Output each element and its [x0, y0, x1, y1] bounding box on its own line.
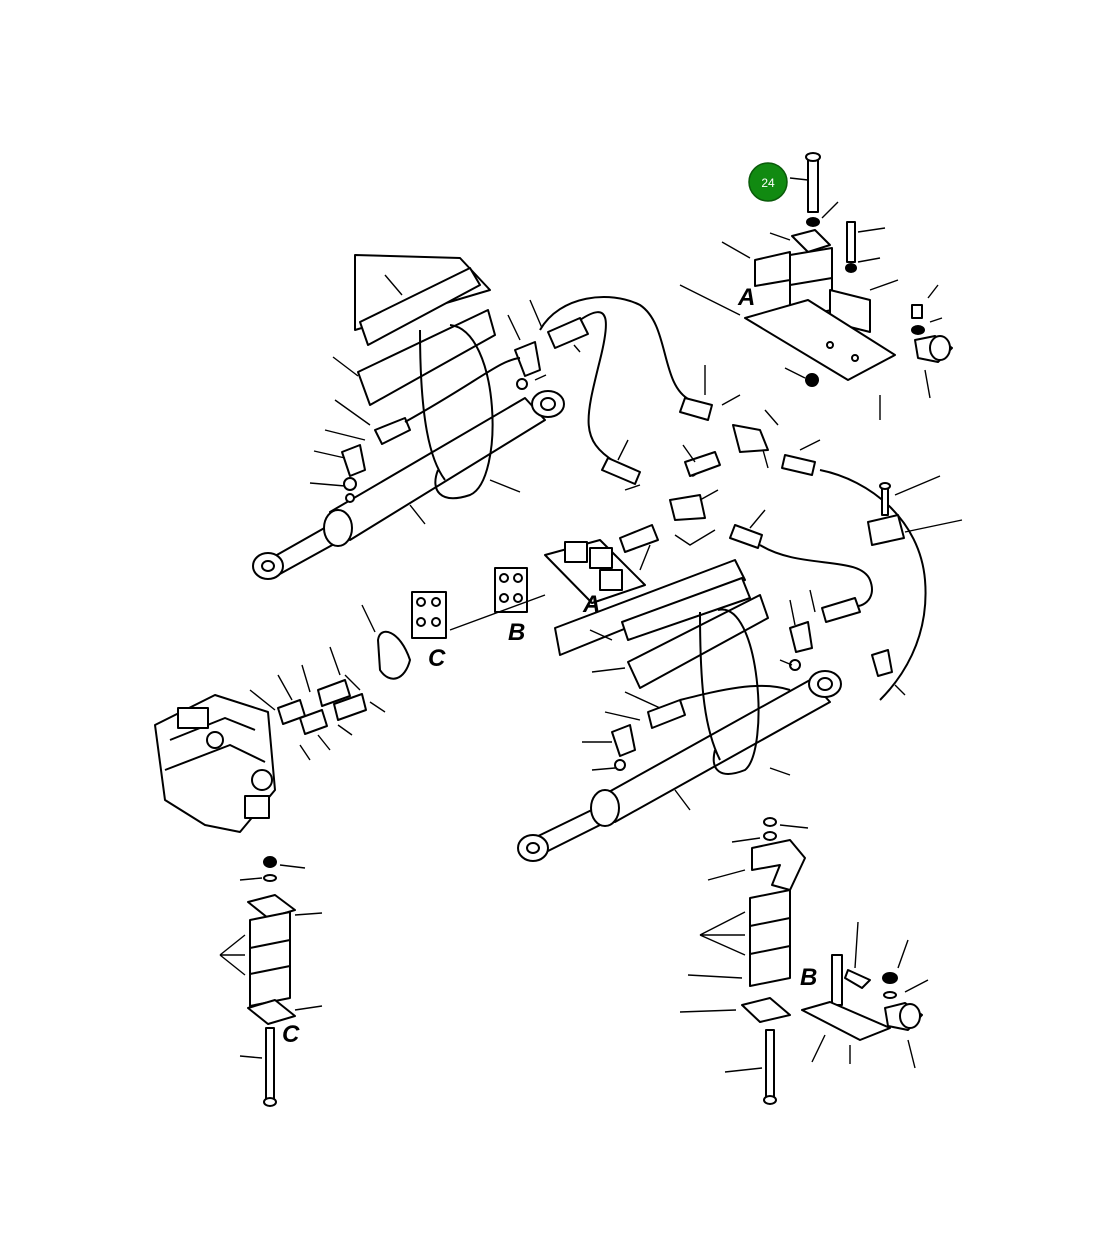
guard-plate-upper-right: [554, 559, 746, 656]
detail-b-clamp-stack: B: [679, 817, 929, 1105]
detail-letter-a-top: A: [737, 284, 755, 311]
hose-loop-left: [419, 324, 494, 500]
bolt-c: [265, 1027, 275, 1101]
left-cylinder-assembly: [252, 254, 589, 580]
middle-fittings: [601, 365, 821, 571]
bolt-b: [765, 1029, 775, 1099]
guard-angle-upper: [359, 267, 481, 346]
callout-24[interactable]: 24: [748, 162, 788, 202]
bracket-b: [751, 839, 806, 891]
detail-letter-c-middle: C: [428, 645, 446, 672]
adapter-mid-3: [601, 457, 641, 485]
callout-circle[interactable]: [748, 162, 788, 202]
tee-fitting-lower: [669, 494, 706, 521]
mounting-post-b: [831, 954, 843, 1006]
detail-letter-b-middle: B: [508, 619, 525, 646]
detail-c-clamp-stack: C: [219, 856, 323, 1107]
callout-label: 24: [761, 176, 775, 190]
clamp-half-a: [754, 251, 791, 287]
elbow-fitting-left: [341, 444, 366, 477]
base-plate-b: [801, 1001, 891, 1041]
bolt-long: [807, 159, 819, 213]
elbow-fitting-top: [514, 341, 541, 377]
hose-clamp-band: [377, 630, 411, 680]
detail-a-clamp-assembly: A: [679, 152, 953, 420]
single-clamp-right: [867, 475, 963, 546]
clamp-block-a-middle: A: [544, 539, 646, 618]
tee-fitting-upper: [732, 424, 769, 453]
adapter-mid-4: [684, 451, 721, 477]
right-cylinder-assembly: [517, 559, 906, 862]
detail-letter-b-bottom: B: [800, 964, 817, 991]
clamp-block-b-middle: B: [449, 567, 546, 646]
guard-plate-lower-right: [627, 594, 769, 689]
control-valve-assembly: [154, 646, 386, 833]
adapter-mid-1: [679, 397, 713, 421]
adapter-mid-2: [781, 454, 816, 476]
adapter-mid-5: [619, 524, 659, 553]
detail-letter-c-bottom: C: [282, 1021, 300, 1048]
bolt-short: [846, 221, 856, 263]
guard-angle-right: [621, 577, 751, 641]
adapter-left-upper: [374, 417, 411, 445]
guard-plate-lower: [357, 309, 496, 406]
clamp-block-c-middle: C: [361, 591, 447, 680]
detail-letter-a-middle: A: [582, 591, 600, 618]
hose-routing: [404, 296, 927, 701]
cylinder-head: [323, 509, 353, 547]
adapter-mid-6: [729, 524, 763, 549]
adapter-top: [547, 317, 589, 349]
base-plate-a: [744, 299, 896, 381]
